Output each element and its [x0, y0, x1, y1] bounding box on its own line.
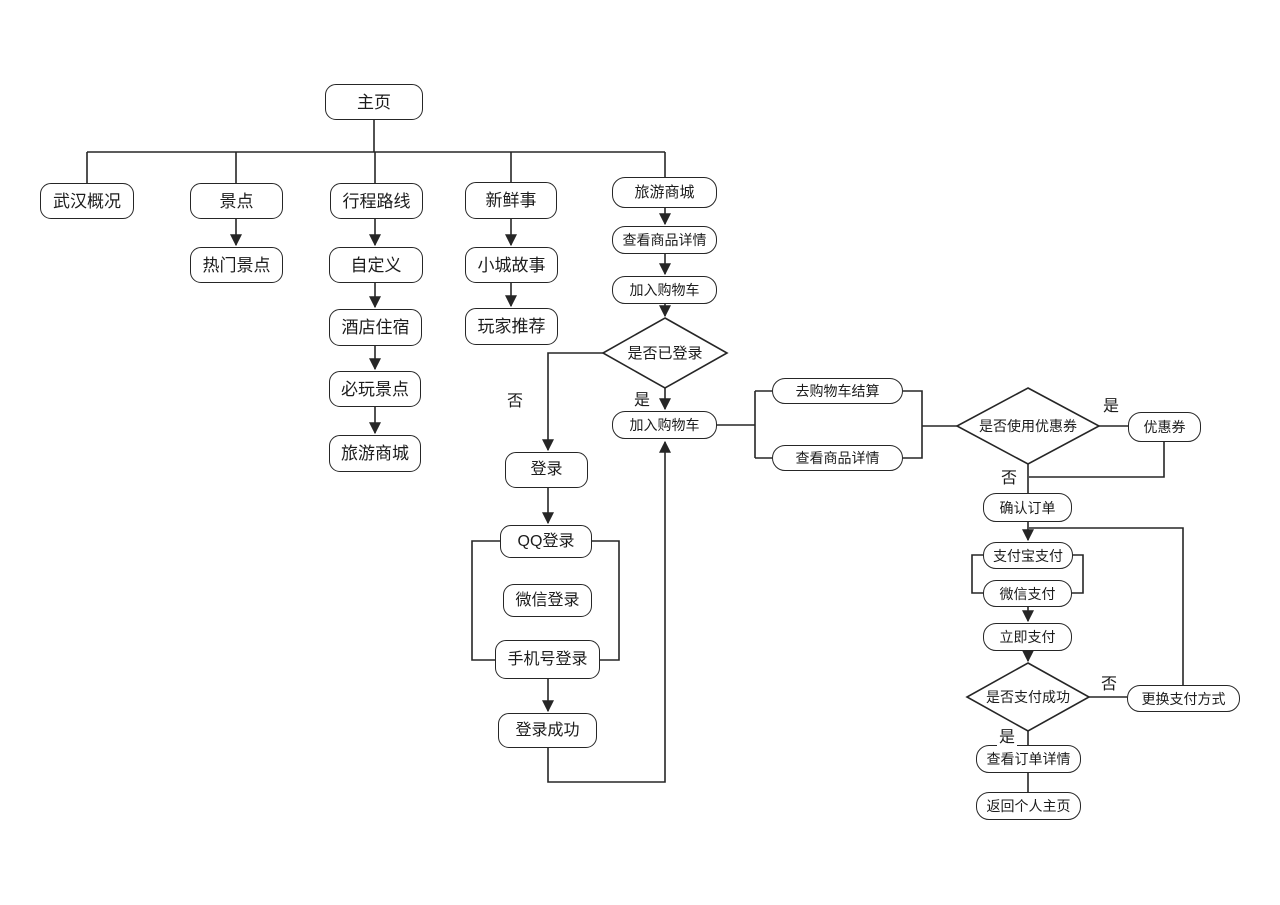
- node-itinerary: 行程路线: [330, 183, 423, 219]
- node-news: 新鲜事: [465, 182, 557, 219]
- node-home: 主页: [325, 84, 423, 120]
- edge-label-no-pay: 否: [1099, 676, 1120, 694]
- node-phone-login: 手机号登录: [495, 640, 600, 679]
- node-change-payment: 更换支付方式: [1127, 685, 1240, 712]
- edge-actions-to-couponcheck: [903, 390, 957, 459]
- node-coupon: 优惠券: [1128, 412, 1201, 442]
- decision-pay-success-check: 是否支付成功: [986, 689, 1070, 705]
- edge-label-yes-coupon: 是: [1101, 398, 1122, 416]
- edge-addcart2-actions-bracket: [717, 390, 772, 459]
- node-travel-mall-left: 旅游商城: [329, 435, 421, 472]
- edge-label-no-login: 否: [505, 393, 526, 411]
- node-custom: 自定义: [329, 247, 423, 283]
- decision-login-check: 是否已登录: [627, 344, 703, 362]
- decision-login-check-shape: [601, 317, 729, 389]
- node-cart-checkout: 去购物车结算: [772, 378, 903, 404]
- node-player-recommend: 玩家推荐: [465, 308, 558, 345]
- edge-label-yes-pay: 是: [997, 729, 1018, 747]
- node-travel-mall: 旅游商城: [612, 177, 717, 208]
- edge-login-options-left-bracket: [471, 540, 500, 661]
- node-view-order: 查看订单详情: [976, 745, 1081, 773]
- node-wuhan-overview: 武汉概况: [40, 183, 134, 219]
- decision-coupon-check-shape: [955, 387, 1101, 465]
- node-login: 登录: [505, 452, 588, 488]
- edge-label-no-coupon: 否: [999, 470, 1020, 488]
- node-add-cart-2: 加入购物车: [612, 411, 717, 439]
- edge-login-options-right-bracket: [592, 540, 620, 661]
- node-hot-attractions: 热门景点: [190, 247, 283, 283]
- node-alipay: 支付宝支付: [983, 542, 1073, 569]
- decision-pay-success-shape: [965, 662, 1091, 732]
- node-pay-now: 立即支付: [983, 623, 1072, 651]
- edge-pay-options-right-bracket: [1072, 554, 1084, 594]
- edge-label-yes-login: 是: [632, 392, 653, 410]
- node-attractions: 景点: [190, 183, 283, 219]
- node-add-cart-1: 加入购物车: [612, 276, 717, 304]
- decision-coupon-check: 是否使用优惠券: [979, 418, 1077, 434]
- node-wechat-pay: 微信支付: [983, 580, 1072, 607]
- node-wechat-login: 微信登录: [503, 584, 592, 617]
- node-back-profile: 返回个人主页: [976, 792, 1081, 820]
- node-view-product-1: 查看商品详情: [612, 226, 717, 254]
- edge-logincheck-no-login: [542, 352, 603, 452]
- node-hotel: 酒店住宿: [329, 309, 422, 346]
- node-login-success: 登录成功: [498, 713, 597, 748]
- edge-pay-options-left-bracket: [971, 554, 983, 594]
- node-must-visit: 必玩景点: [329, 371, 421, 407]
- edge-loginsuccess-back-addcart2: [547, 440, 671, 783]
- edge-coupon-merge: [1029, 442, 1165, 478]
- node-confirm-order: 确认订单: [983, 493, 1072, 522]
- node-qq-login: QQ登录: [500, 525, 592, 558]
- node-view-product-2: 查看商品详情: [772, 445, 903, 471]
- node-town-stories: 小城故事: [465, 247, 558, 283]
- edge-changepayment-back: [1029, 527, 1184, 685]
